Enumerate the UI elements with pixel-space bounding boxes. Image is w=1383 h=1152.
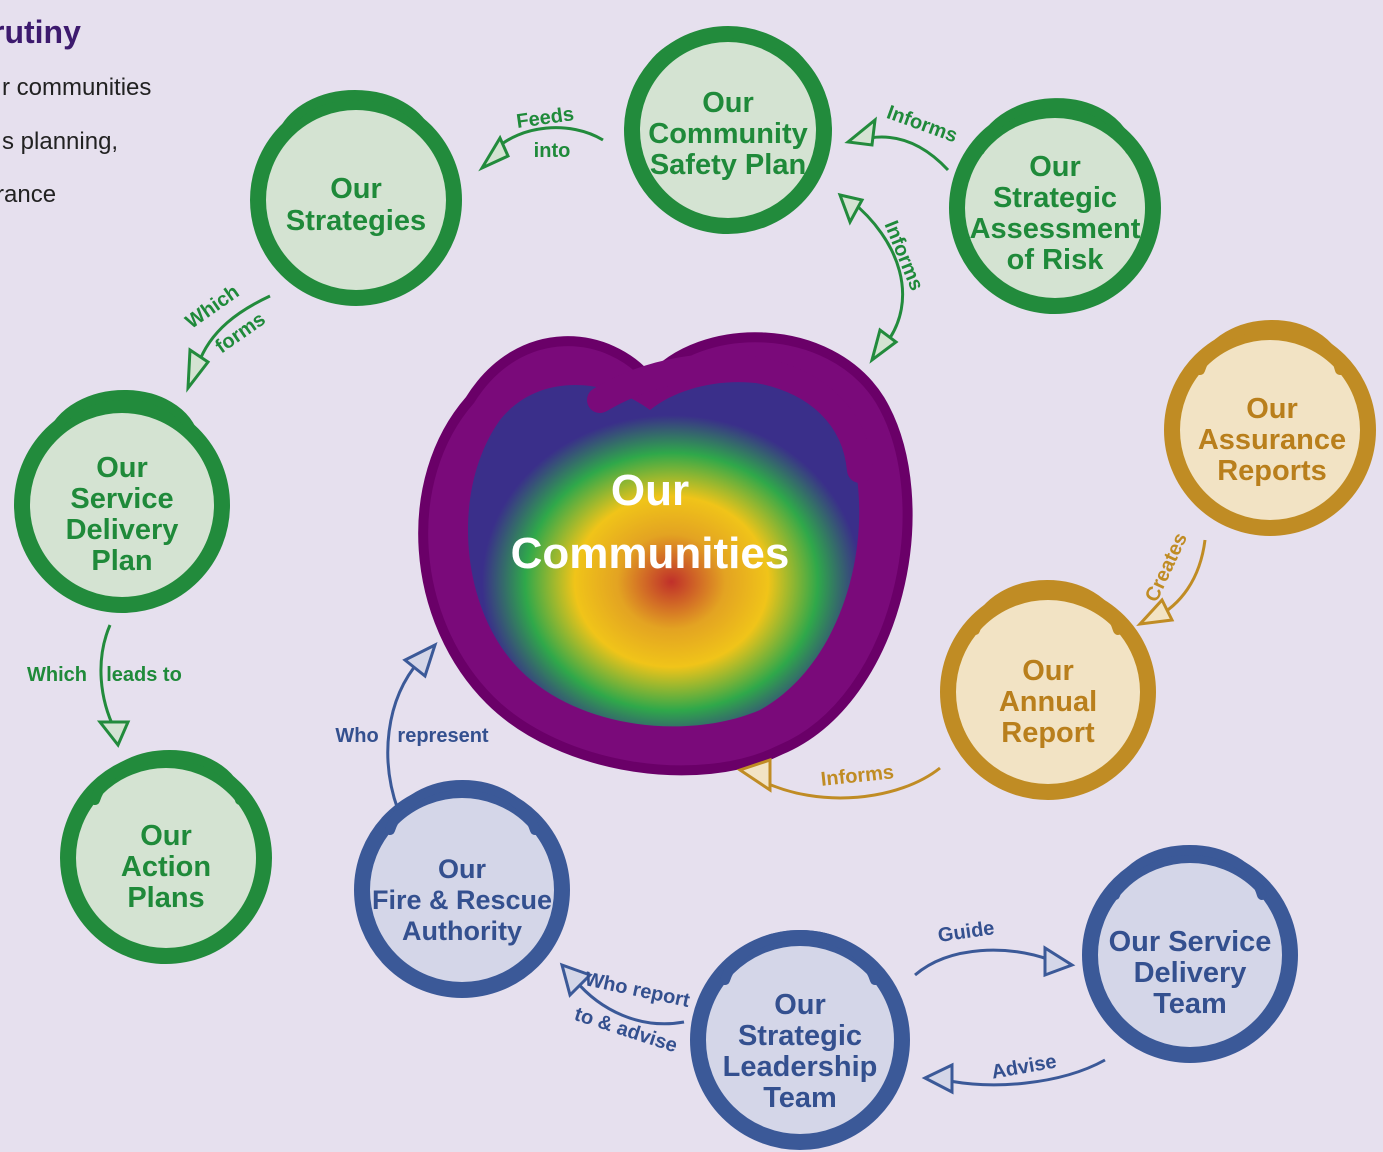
intro-text-line: s planning, [2, 128, 119, 155]
node-strategic-assessment-of-risk[interactable]: Our Strategic Assessment of Risk [949, 98, 1161, 314]
link-label: Guide [937, 917, 996, 947]
link-label: Which [27, 664, 87, 686]
arrow-feeds-into: Feeds into [478, 103, 604, 172]
node-label-line: Report [1001, 717, 1095, 749]
link-label: to & advise [572, 1003, 680, 1057]
center-communities-heart: Our Communities [418, 332, 913, 776]
node-label-line: Strategies [286, 205, 426, 237]
arrow-creates: Creates [1136, 530, 1207, 626]
node-label-line: Our [330, 173, 382, 205]
node-label-line: Plans [127, 882, 204, 914]
arrow-guide: Guide [914, 917, 1076, 978]
link-label: Informs [820, 761, 895, 791]
link-label: leads to [106, 664, 182, 686]
node-label-line: Reports [1217, 455, 1327, 487]
center-label-line: Communities [511, 529, 790, 578]
arrow-who-represent: Who represent [335, 642, 489, 811]
intro-text-line: rance [0, 181, 57, 208]
link-label: Who report [583, 968, 692, 1012]
node-label-line: Our [96, 452, 148, 484]
node-label-line: Assessment [970, 213, 1141, 245]
arrow-advise: Advise [921, 1051, 1106, 1095]
node-label-line: Team [1153, 988, 1227, 1020]
node-label-line: Fire & Rescue [372, 885, 552, 915]
node-label-line: of Risk [1007, 244, 1105, 276]
link-label: represent [397, 725, 488, 747]
node-label-line: Our Service [1109, 926, 1272, 958]
arrow-which-leads-to: Which leads to [27, 624, 182, 748]
node-label-line: Strategic [993, 182, 1117, 214]
arrow-informs-right: Informs [837, 192, 928, 364]
node-label-line: Plan [91, 545, 152, 577]
node-label-line: Action [121, 851, 211, 883]
section-heading: rutiny [0, 14, 81, 50]
node-label-line: Annual [999, 686, 1097, 718]
node-annual-report[interactable]: Our Annual Report [940, 580, 1156, 800]
link-label: Who [335, 725, 378, 747]
intro-text-line: r communities [2, 74, 152, 101]
link-label: into [534, 140, 571, 162]
arrow-which-forms: Which forms [182, 281, 271, 393]
node-label-line: Our [1029, 151, 1081, 183]
node-label-line: Authority [402, 916, 522, 946]
node-community-safety-plan[interactable]: Our Community Safety Plan [624, 26, 832, 234]
node-label-line: Our [702, 87, 754, 119]
node-label-line: Assurance [1198, 424, 1346, 456]
arrow-who-report: Who report to & advise [559, 962, 692, 1057]
node-service-delivery-plan[interactable]: Our Service Delivery Plan [14, 390, 230, 613]
node-label-line: Strategic [738, 1020, 862, 1052]
node-label-line: Our [1022, 655, 1074, 687]
node-strategies[interactable]: Our Strategies [250, 90, 462, 306]
node-label-line: Safety Plan [650, 149, 806, 181]
center-label-line: Our [611, 466, 689, 515]
link-label: Informs [884, 101, 960, 147]
node-service-delivery-team[interactable]: Our Service Delivery Team [1082, 845, 1298, 1063]
node-label-line: Community [648, 118, 808, 150]
node-label-line: Our [774, 989, 826, 1021]
node-label-line: Delivery [1134, 957, 1247, 989]
intro-panel: rutiny r communities s planning, rance [0, 0, 200, 240]
node-label-line: Team [763, 1082, 837, 1114]
node-action-plans[interactable]: Our Action Plans [60, 750, 272, 964]
arrow-informs-annual: Informs [736, 757, 941, 800]
node-label-line: Service [70, 483, 173, 515]
node-label-line: Leadership [723, 1051, 878, 1083]
node-fire-rescue-authority[interactable]: Our Fire & Rescue Authority [354, 780, 570, 998]
node-label-line: Our [140, 820, 192, 852]
link-label: Informs [880, 218, 928, 294]
node-label-line: Our [1246, 393, 1298, 425]
node-label-line: Our [438, 854, 486, 884]
node-assurance-reports[interactable]: Our Assurance Reports [1164, 320, 1376, 536]
arrow-informs-top: Informs [844, 101, 960, 172]
link-label: forms [211, 308, 269, 358]
node-label-line: Delivery [66, 514, 179, 546]
node-strategic-leadership-team[interactable]: Our Strategic Leadership Team [690, 930, 910, 1150]
